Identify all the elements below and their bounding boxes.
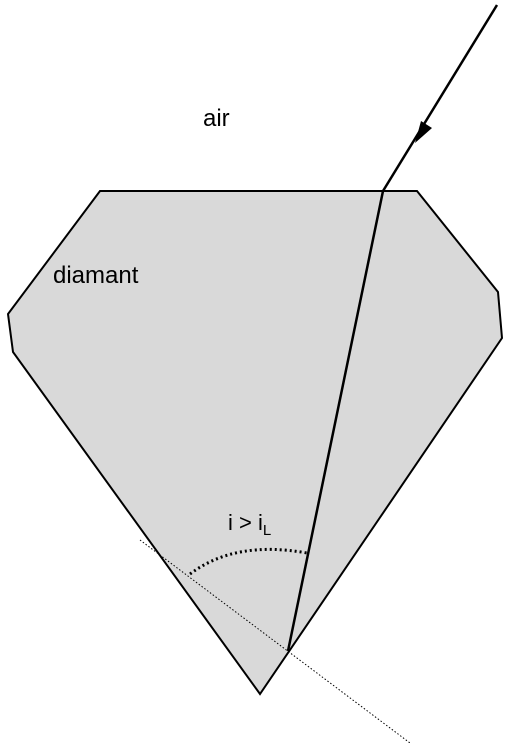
air-label: air — [203, 105, 230, 132]
normal-line — [139, 539, 411, 743]
angle-label-main: i > i — [228, 510, 263, 535]
diamant-label: diamant — [53, 262, 139, 289]
diamond-shape — [6, 190, 504, 696]
arrowhead-icon — [415, 121, 432, 143]
angle-label-subscript: L — [262, 522, 272, 539]
angle-arc — [189, 547, 308, 576]
angle-label: i > iL — [228, 510, 271, 539]
refracted-ray — [286, 190, 385, 652]
incident-ray — [381, 4, 499, 192]
